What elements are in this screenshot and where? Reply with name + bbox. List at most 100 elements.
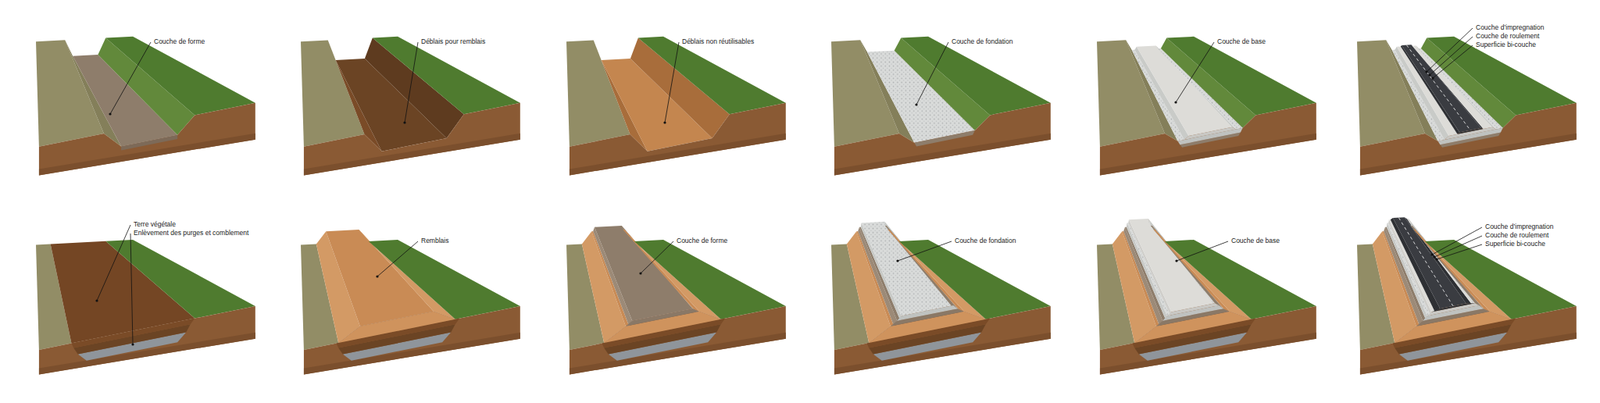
leader-line — [110, 42, 151, 115]
road-section — [1096, 218, 1317, 375]
callout-label: Couche d’impregnation — [1484, 222, 1554, 231]
leader-dot — [1430, 253, 1433, 256]
surface-strip — [372, 36, 521, 115]
leader-line — [1434, 235, 1483, 258]
leader-dot — [896, 259, 899, 262]
soil-face — [834, 305, 1051, 375]
soil-face — [303, 306, 521, 375]
leader-line — [640, 241, 674, 274]
road-section — [35, 36, 256, 176]
callout-label: Déblais non réutilisables — [681, 37, 755, 46]
leader-line — [664, 42, 679, 123]
surface-strip — [1425, 239, 1577, 320]
leader-line — [1432, 227, 1483, 255]
surface-strip — [1164, 239, 1317, 320]
road-section — [831, 36, 1051, 176]
leader-dot — [639, 271, 642, 275]
callout-label: Déblais pour remblais — [420, 37, 486, 46]
leader-dot — [131, 342, 134, 346]
road-section — [300, 36, 521, 176]
leader-line — [1432, 45, 1473, 79]
layer-band — [1457, 128, 1484, 135]
leader-dot — [1435, 257, 1438, 261]
layer-band — [1167, 303, 1219, 316]
leader-line — [130, 233, 133, 345]
callout-label: Couche de roulement — [1475, 32, 1540, 40]
leader-dot — [1175, 259, 1178, 262]
layer-band — [1184, 127, 1236, 140]
callout-label: Couche de fondation — [953, 236, 1017, 245]
road-section — [35, 239, 256, 375]
leader-line — [1429, 36, 1473, 75]
surface-strip — [900, 36, 1050, 116]
surface-strip — [899, 239, 1051, 320]
surface-strip — [1166, 36, 1316, 116]
callout-label: Couche de forme — [153, 37, 206, 46]
layer-band — [1427, 303, 1479, 316]
soil-face — [1360, 303, 1577, 375]
leader-line — [404, 42, 418, 123]
callout-label: Superficie bi-couche — [1475, 40, 1537, 49]
leader-dot — [403, 121, 406, 124]
soil-face — [39, 103, 256, 176]
layer-band — [1431, 303, 1475, 312]
leader-lines — [95, 28, 1483, 347]
layer-band — [73, 324, 191, 354]
road-section — [1357, 36, 1577, 176]
leader-dot — [1432, 255, 1436, 258]
callout-label: Enlèvement des purges et comblement — [132, 228, 250, 237]
layer-band — [121, 135, 178, 151]
road-section — [831, 221, 1051, 375]
center-line — [1398, 217, 1454, 307]
soil-face — [834, 103, 1051, 176]
soil-face — [303, 103, 521, 176]
callout-label: Couche de fondation — [950, 37, 1014, 46]
callout-label: Remblais — [420, 236, 450, 245]
layer-band — [1438, 128, 1504, 146]
soil-face — [1360, 103, 1577, 176]
callout-label: Couche de base — [1230, 236, 1281, 245]
soil-face — [1100, 103, 1317, 176]
layer-band — [1178, 128, 1243, 146]
layer-band — [625, 308, 700, 327]
road-section — [1096, 36, 1317, 176]
leader-dot — [914, 103, 918, 106]
layer-band — [914, 130, 975, 147]
callout-label: Couche de forme — [675, 236, 729, 245]
callout-label: Couche de base — [1216, 37, 1267, 46]
callout-label: Superficie bi-couche — [1484, 239, 1547, 248]
leader-line — [916, 42, 949, 105]
soil-face-shade — [569, 133, 786, 176]
leader-line — [377, 241, 418, 277]
surface-strip — [105, 239, 255, 319]
center-line — [1406, 45, 1471, 131]
soil-face — [1100, 303, 1317, 375]
surface-strip — [638, 36, 786, 115]
callout-label: Couche de roulement — [1484, 231, 1550, 240]
road-section — [566, 225, 786, 375]
soil-face-shade — [39, 133, 256, 176]
leader-dot — [1428, 73, 1431, 76]
leader-dot — [1431, 76, 1434, 79]
soil-face-shade — [303, 133, 521, 176]
leader-line — [1426, 28, 1473, 72]
road-section — [1357, 217, 1577, 375]
leader-line — [1436, 244, 1483, 260]
layer-band — [338, 311, 456, 343]
soil-face — [569, 103, 786, 176]
surface-strip — [634, 239, 786, 320]
callout-label: Terre végétale — [132, 220, 177, 229]
soil-face — [569, 306, 786, 375]
surface-strip — [1426, 36, 1576, 116]
soil-face — [39, 306, 256, 375]
road-section — [566, 36, 786, 176]
leader-dot — [1174, 100, 1177, 104]
leader-dot — [1425, 70, 1428, 73]
layer-band — [896, 305, 958, 322]
leader-dot — [663, 121, 666, 124]
callout-label: Couche d’impregnation — [1475, 23, 1545, 32]
leader-dot — [108, 112, 111, 115]
road-section — [300, 229, 521, 375]
